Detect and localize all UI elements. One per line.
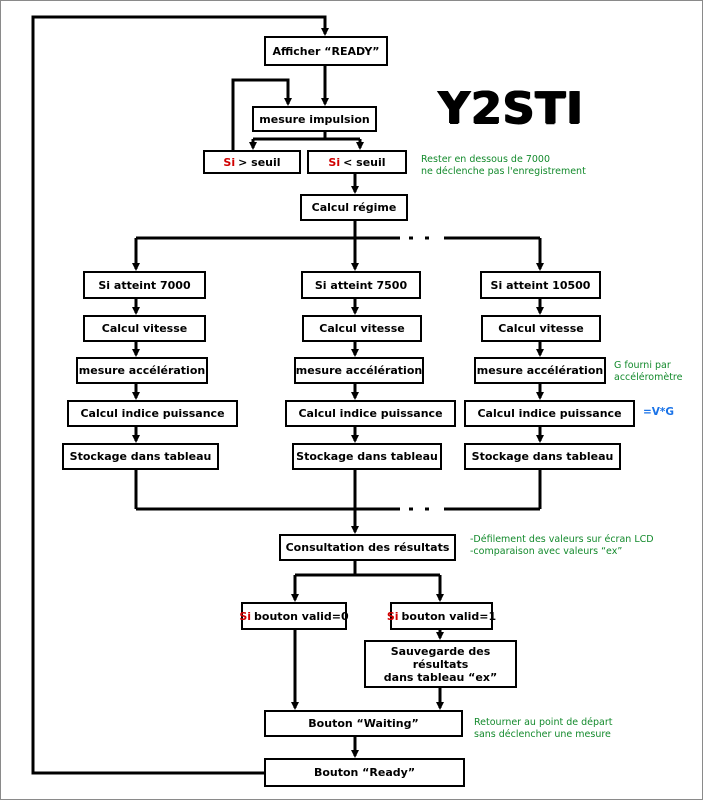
consultation-note: -Défilement des valeurs sur écran LCD -c… bbox=[470, 534, 654, 558]
sup-seuil-label: > seuil bbox=[238, 155, 281, 169]
g-note-line2: accéléromètre bbox=[614, 372, 683, 383]
calcul-vitesse-box: Calcul vitesse bbox=[302, 315, 422, 342]
si-atteint-7500-box: Si atteint 7500 bbox=[301, 271, 421, 299]
bouton-ready-box: Bouton “Ready” bbox=[264, 758, 465, 787]
sauvegarde-line2: dans tableau “ex” bbox=[383, 670, 498, 684]
sauvegarde-resultats-box: Sauvegarde des résultats dans tableau “e… bbox=[364, 640, 517, 688]
seuil-note-line2: ne déclenche pas l'enregistrement bbox=[421, 166, 586, 177]
si-atteint-7000-box: Si atteint 7000 bbox=[83, 271, 206, 299]
bouton-waiting-box: Bouton “Waiting” bbox=[264, 710, 463, 737]
bouton-valid-0-box: Si bouton valid=0 bbox=[239, 602, 349, 630]
sauvegarde-line1: Sauvegarde des résultats bbox=[390, 644, 491, 671]
mesure-impulsion-box: mesure impulsion bbox=[252, 106, 377, 132]
consultation-note-line1: -Défilement des valeurs sur écran LCD bbox=[470, 534, 654, 545]
mesure-acceleration-box: mesure accélération bbox=[294, 357, 424, 384]
calcul-indice-puissance-box: Calcul indice puissance bbox=[67, 400, 238, 427]
bouton-valid-1-label: bouton valid=1 bbox=[401, 609, 497, 623]
y2sti-logo: Y2STI bbox=[438, 82, 584, 134]
consultation-note-line2: -comparaison avec valeurs “ex” bbox=[470, 546, 623, 557]
consultation-resultats-box: Consultation des résultats bbox=[279, 534, 456, 561]
mesure-acceleration-box: mesure accélération bbox=[474, 357, 606, 384]
calcul-regime-box: Calcul régime bbox=[300, 194, 408, 221]
waiting-note: Retourner au point de départ sans déclen… bbox=[474, 717, 612, 741]
mesure-acceleration-box: mesure accélération bbox=[76, 357, 208, 384]
seuil-note-line1: Rester en dessous de 7000 bbox=[421, 154, 550, 165]
g-note: G fourni par accéléromètre bbox=[614, 360, 682, 384]
calcul-vitesse-box: Calcul vitesse bbox=[481, 315, 601, 342]
return-loop-line bbox=[31, 15, 329, 775]
si-condition-label: Si bbox=[328, 155, 341, 169]
bouton-valid-1-box: Si bouton valid=1 bbox=[386, 602, 496, 630]
stockage-tableau-box: Stockage dans tableau bbox=[292, 443, 442, 470]
si-atteint-10500-box: Si atteint 10500 bbox=[480, 271, 601, 299]
bouton-valid-0-label: bouton valid=0 bbox=[254, 609, 349, 623]
waiting-note-line1: Retourner au point de départ bbox=[474, 717, 613, 728]
formula-note: =V*G bbox=[643, 406, 675, 418]
inf-seuil-box: Si < seuil bbox=[307, 150, 407, 174]
calcul-indice-puissance-box: Calcul indice puissance bbox=[464, 400, 635, 427]
stockage-tableau-box: Stockage dans tableau bbox=[464, 443, 621, 470]
si-condition-label: Si bbox=[239, 609, 252, 623]
loop-sup-seuil bbox=[231, 78, 292, 150]
calcul-indice-puissance-box: Calcul indice puissance bbox=[285, 400, 456, 427]
g-note-line1: G fourni par bbox=[614, 360, 671, 371]
waiting-note-line2: sans déclencher une mesure bbox=[474, 729, 611, 740]
si-condition-label: Si bbox=[223, 155, 236, 169]
si-condition-label: Si bbox=[386, 609, 399, 623]
afficher-ready-box: Afficher “READY” bbox=[264, 36, 388, 66]
inf-seuil-label: < seuil bbox=[343, 155, 386, 169]
calcul-vitesse-box: Calcul vitesse bbox=[83, 315, 206, 342]
seuil-note: Rester en dessous de 7000 ne déclenche p… bbox=[421, 154, 586, 178]
sup-seuil-box: Si > seuil bbox=[203, 150, 301, 174]
stockage-tableau-box: Stockage dans tableau bbox=[62, 443, 219, 470]
